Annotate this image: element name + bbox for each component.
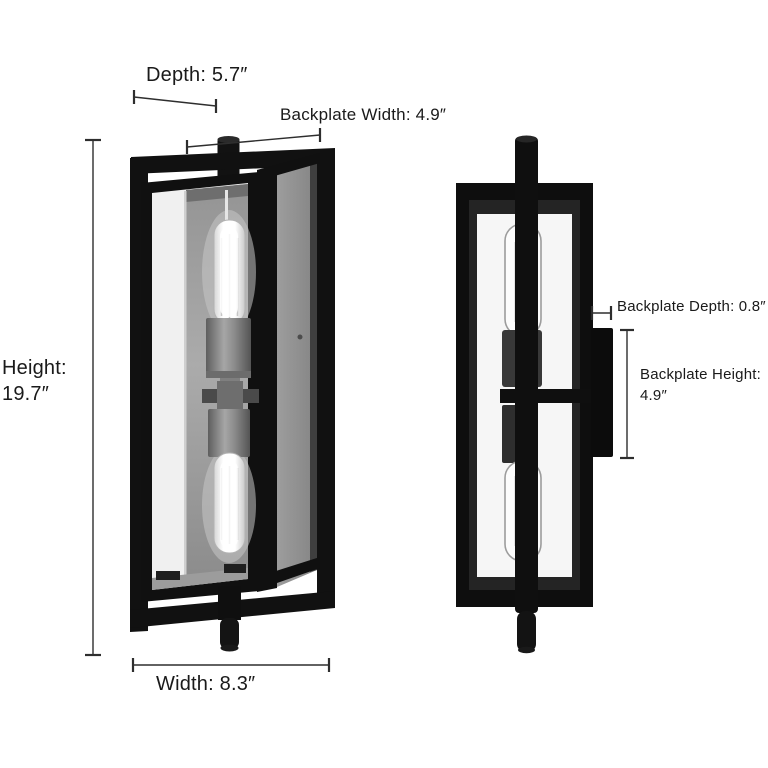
height-dimension-label: Height: 19.7″ <box>2 355 67 408</box>
side-backplate <box>591 328 613 457</box>
front-bulb-top <box>213 219 246 325</box>
side-center-bracket <box>500 389 593 403</box>
backplate-height-dimension-line <box>620 328 634 460</box>
backplate-height-dimension-label: Backplate Height: 4.9″ <box>640 364 761 406</box>
front-floor <box>152 564 248 590</box>
side-post <box>515 135 538 654</box>
front-bulb-bottom <box>213 452 246 554</box>
backplate-depth-dimension-label: Backplate Depth: 0.8″ <box>617 298 766 315</box>
width-dimension-label: Width: 8.3″ <box>156 673 256 695</box>
side-view-illustration <box>456 135 613 654</box>
screw-icon <box>297 334 303 340</box>
front-side-panel <box>257 153 320 592</box>
front-center-bracket <box>202 381 259 411</box>
backplate-depth-dimension-line <box>590 306 613 320</box>
front-lamp-assembly <box>202 190 259 563</box>
height-dimension-line <box>85 138 101 657</box>
front-view-illustration <box>130 136 335 652</box>
front-socket-bottom <box>208 409 250 457</box>
height-label-line1: Height: <box>2 357 67 379</box>
dimension-lines <box>85 90 634 672</box>
height-label-line2: 19.7″ <box>2 383 50 406</box>
depth-dimension-line <box>132 90 218 113</box>
backplate-height-label-line1: Backplate Height: <box>640 366 761 383</box>
depth-dimension-label: Depth: 5.7″ <box>146 64 248 86</box>
front-bottom-finial <box>218 586 241 652</box>
backplate-width-dimension-label: Backplate Width: 4.9″ <box>280 105 447 124</box>
backplate-width-dimension-line <box>185 128 322 154</box>
width-dimension-line <box>131 658 331 672</box>
backplate-height-label-line2: 4.9″ <box>640 387 667 404</box>
